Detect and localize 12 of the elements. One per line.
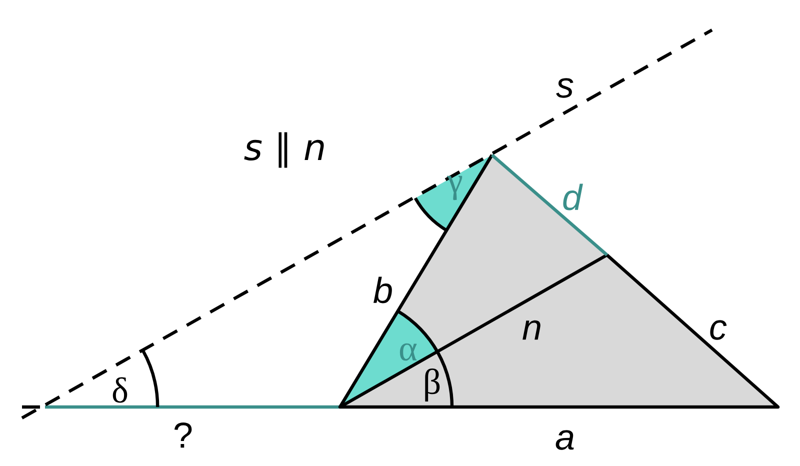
side-label: b bbox=[374, 276, 392, 304]
side-label: d bbox=[563, 184, 583, 210]
angle-label: δ bbox=[112, 377, 128, 403]
side-label: c bbox=[710, 320, 727, 340]
unknown-label: ? bbox=[174, 422, 192, 448]
angle-label: α bbox=[400, 343, 417, 361]
parallel-note: s ∥ n bbox=[244, 132, 324, 168]
line-label: n bbox=[522, 320, 540, 340]
line-label: s bbox=[556, 78, 574, 98]
angle-label: β bbox=[425, 368, 440, 402]
side-label: a bbox=[556, 430, 574, 450]
angle-label: γ bbox=[447, 176, 462, 200]
